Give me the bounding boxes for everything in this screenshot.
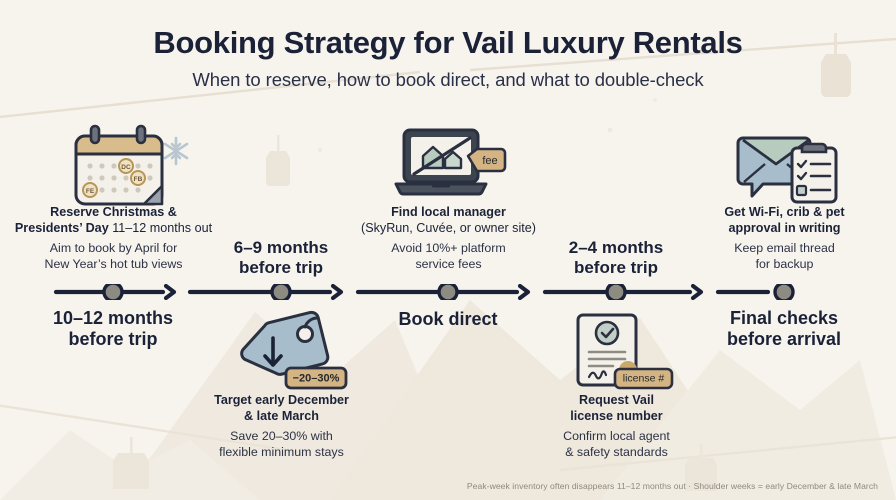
timeline-track bbox=[53, 281, 795, 303]
gondola-icon bbox=[266, 135, 290, 186]
gondola-icon bbox=[113, 437, 149, 489]
node-4-sub-line1: Confirm local agent bbox=[563, 429, 670, 444]
node-2-sub-line2: flexible minimum stays bbox=[219, 445, 344, 460]
node-4-label-line1: 2–4 months bbox=[568, 238, 664, 257]
down-arrow-icon bbox=[263, 336, 283, 367]
node-2-head-line1: Target early December bbox=[214, 393, 349, 407]
node-3-blurb: Find local manager (SkyRun, Cuvée, or ow… bbox=[341, 204, 556, 272]
node-2-axis-label: 6–9 months before trip bbox=[191, 238, 371, 278]
license-badge: license # bbox=[613, 367, 674, 390]
node-4-head-line1: Request Vail bbox=[579, 393, 654, 407]
node-1-head-line1: Reserve Christmas & bbox=[50, 205, 177, 219]
page-title: Booking Strategy for Vail Luxury Rentals bbox=[153, 25, 743, 60]
license-badge-label: license # bbox=[623, 373, 665, 385]
email-checklist-icon bbox=[735, 126, 845, 211]
node-1-sub-line2: New Year’s hot tub views bbox=[44, 257, 183, 272]
calendar-mark-fb: FB bbox=[134, 176, 143, 183]
node-3-head-regular: (SkyRun, Cuvée, or owner site) bbox=[361, 221, 536, 236]
node-5-head-line1: Get Wi‑Fi, crib & pet bbox=[724, 205, 845, 219]
node-5-sub-line1: Keep email thread bbox=[734, 241, 835, 256]
snowflake-icon bbox=[163, 136, 189, 166]
discount-badge-label: −20–30% bbox=[293, 373, 340, 385]
slash-icon bbox=[412, 136, 472, 176]
signature-icon bbox=[587, 370, 608, 380]
node-2-label-line2: before trip bbox=[238, 258, 324, 278]
node-4-blurb: Request Vail license number Confirm loca… bbox=[509, 392, 724, 460]
node-2-sub-line1: Save 20–30% with bbox=[230, 429, 333, 444]
node-5-label-line2: before arrival bbox=[726, 329, 842, 350]
node-2-blurb: Target early December & late March Save … bbox=[174, 392, 389, 460]
page-subtitle: When to reserve, how to book direct, and… bbox=[192, 69, 704, 91]
node-1-sub-line1: Aim to book by April for bbox=[49, 241, 178, 256]
node-1-label-line2: before trip bbox=[68, 329, 158, 350]
node-5-axis-label: Final checks before arrival bbox=[694, 308, 874, 350]
node-1-label-line1: 10–12 months bbox=[52, 308, 174, 328]
discount-badge: −20–30% bbox=[284, 366, 348, 390]
laptop-no-fee-icon: fee bbox=[390, 126, 510, 209]
node-3-sub-line1: Avoid 10%+ platform bbox=[391, 241, 506, 256]
node-1-head-line2: Presidents’ Day bbox=[14, 221, 109, 236]
node-3-axis-label: Book direct bbox=[358, 309, 538, 330]
calendar-icon: DC FB FE bbox=[74, 124, 164, 206]
house-icon bbox=[421, 145, 463, 170]
node-3-head-line1: Find local manager bbox=[391, 205, 506, 219]
node-4-label-line2: before trip bbox=[573, 258, 659, 278]
timeline-axis bbox=[0, 281, 896, 303]
node-5-sub-line2: for backup bbox=[755, 257, 814, 272]
node-3-label-line1: Book direct bbox=[398, 309, 498, 329]
node-1-blurb: Reserve Christmas & Presidents’ Day 11–1… bbox=[6, 204, 221, 272]
license-certificate-icon: license # bbox=[566, 312, 676, 395]
fee-badge-label: fee bbox=[482, 155, 497, 167]
node-4-sub-line2: & safety standards bbox=[565, 445, 668, 460]
check-seal-icon bbox=[594, 320, 620, 346]
calendar-snowflake-icon: DC FB FE bbox=[62, 124, 192, 215]
node-5-label-line1: Final checks bbox=[729, 308, 839, 328]
node-4-axis-label: 2–4 months before trip bbox=[526, 238, 706, 278]
fee-badge: fee bbox=[466, 147, 507, 173]
header: Booking Strategy for Vail Luxury Rentals… bbox=[0, 25, 896, 91]
node-2-head-line2: & late March bbox=[244, 409, 319, 424]
node-3-sub-line2: service fees bbox=[415, 257, 482, 272]
node-5-blurb: Get Wi‑Fi, crib & pet approval in writin… bbox=[677, 204, 892, 272]
calendar-mark-dc: DC bbox=[121, 164, 131, 171]
node-5-head-line2: approval in writing bbox=[728, 221, 841, 236]
calendar-mark-fe: FE bbox=[86, 188, 95, 195]
clipboard-icon bbox=[790, 142, 838, 204]
node-1-axis-label: 10–12 months before trip bbox=[23, 308, 203, 350]
price-tag-discount-icon: −20–30% bbox=[229, 310, 351, 395]
node-2-label-line1: 6–9 months bbox=[233, 238, 329, 257]
node-4-head-line2: license number bbox=[570, 409, 663, 424]
footnote: Peak-week inventory often disappears 11–… bbox=[466, 481, 878, 491]
node-1-head-regular: 11–12 months out bbox=[108, 221, 213, 236]
